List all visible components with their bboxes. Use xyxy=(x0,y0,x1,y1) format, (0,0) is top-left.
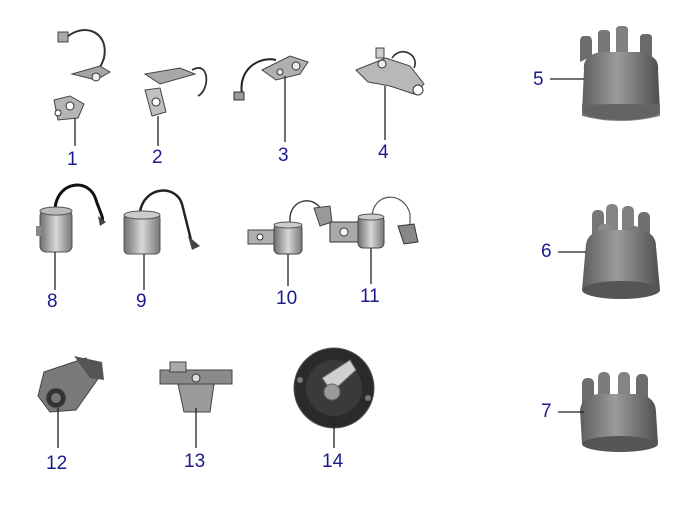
condenser-bracket-icon xyxy=(329,196,419,249)
contact-breaker-points-icon xyxy=(143,67,208,117)
rotor-disc-icon xyxy=(293,347,375,429)
distributor-cap-icon xyxy=(580,372,658,452)
condenser-icon xyxy=(36,183,106,253)
rotor-arm-icon xyxy=(159,361,233,413)
part-label-1: 1 xyxy=(67,149,78,170)
part-label-14: 14 xyxy=(322,451,344,472)
part-label-10: 10 xyxy=(276,288,298,309)
distributor-cap-icon xyxy=(582,204,660,299)
contact-breaker-points-icon xyxy=(233,55,309,101)
part-label-13: 13 xyxy=(184,451,206,472)
part-label-12: 12 xyxy=(46,453,68,474)
distributor-cap-icon xyxy=(580,26,660,121)
part-label-8: 8 xyxy=(47,291,58,312)
part-label-9: 9 xyxy=(136,291,147,312)
part-label-6: 6 xyxy=(541,241,552,262)
rotor-arm-icon xyxy=(37,356,104,413)
part-label-2: 2 xyxy=(152,147,163,168)
part-label-7: 7 xyxy=(541,401,552,422)
condenser-bracket-icon xyxy=(247,200,333,255)
part-label-11: 11 xyxy=(360,286,380,307)
condenser-icon xyxy=(123,189,200,255)
part-label-3: 3 xyxy=(278,145,289,166)
contact-breaker-points-icon xyxy=(53,29,111,121)
contact-breaker-points-icon xyxy=(355,47,425,96)
part-label-5: 5 xyxy=(533,69,544,90)
part-label-4: 4 xyxy=(378,142,389,163)
